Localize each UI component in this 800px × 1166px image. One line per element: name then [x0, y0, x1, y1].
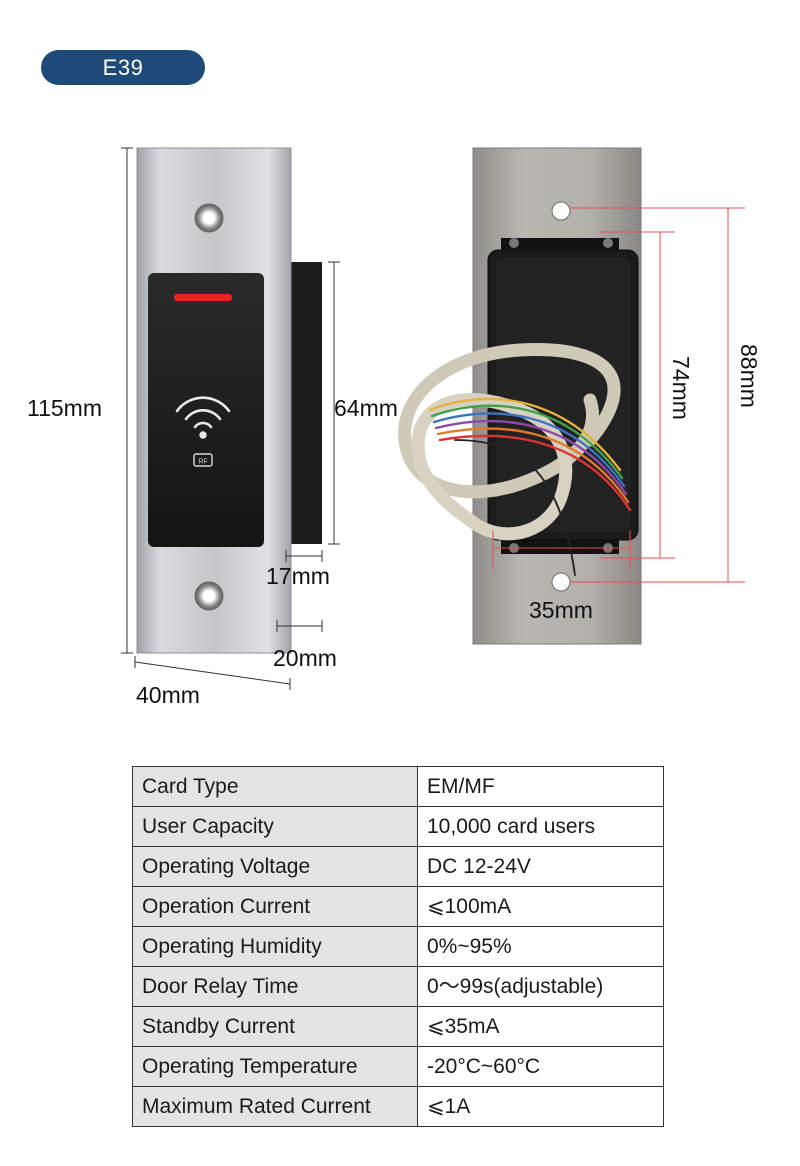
spec-label: User Capacity [132, 806, 418, 847]
spec-label: Standby Current [132, 1006, 418, 1047]
rf-logo-icon [193, 453, 213, 467]
spec-value: ⩽100mA [417, 886, 664, 927]
dim-back-box-width: 35mm [529, 597, 593, 623]
spec-label: Operating Humidity [132, 926, 418, 967]
spec-value: ⩽1A [417, 1086, 664, 1127]
spec-label: Card Type [132, 766, 418, 807]
mount-hole-icon [551, 201, 571, 221]
screw-icon [194, 203, 224, 233]
model-badge: E39 [41, 50, 205, 85]
spec-label: Operating Temperature [132, 1046, 418, 1087]
spec-value: ⩽35mA [417, 1006, 664, 1047]
dim-box-height: 64mm [334, 395, 398, 421]
spec-label: Door Relay Time [132, 966, 418, 1007]
table-row: Operation Current⩽100mA [132, 886, 664, 927]
dim-back-box-height: 74mm [668, 356, 694, 420]
dim-box-depth: 17mm [266, 563, 330, 589]
spec-label: Maximum Rated Current [132, 1086, 418, 1127]
dim-width-front: 40mm [136, 682, 200, 708]
screw-icon [194, 581, 224, 611]
spec-value: EM/MF [417, 766, 664, 807]
product-illustration: RF [121, 147, 745, 690]
table-row: Standby Current⩽35mA [132, 1006, 664, 1047]
dim-total-depth: 20mm [273, 645, 337, 671]
rf-logo-text: RF [198, 459, 207, 466]
spec-value: 0%~95% [417, 926, 664, 967]
dim-height-front: 115mm [27, 395, 102, 421]
spec-value: 0〜99s(adjustable) [417, 966, 664, 1007]
table-row: Operating Temperature-20°C~60°C [132, 1046, 664, 1087]
back-dimension-lines [492, 207, 745, 583]
spec-value: -20°C~60°C [417, 1046, 664, 1087]
spec-value: DC 12-24V [417, 846, 664, 887]
dim-hole-spacing: 88mm [736, 344, 762, 408]
mount-hole-icon [551, 572, 571, 592]
table-row: Maximum Rated Current⩽1A [132, 1086, 664, 1127]
spec-label: Operation Current [132, 886, 418, 927]
cable-bundle [398, 343, 632, 576]
spec-label: Operating Voltage [132, 846, 418, 887]
front-dimension-lines [121, 147, 340, 690]
rfid-wave-icon [175, 396, 231, 439]
spec-value: 10,000 card users [417, 806, 664, 847]
status-indicator-light [174, 294, 232, 301]
